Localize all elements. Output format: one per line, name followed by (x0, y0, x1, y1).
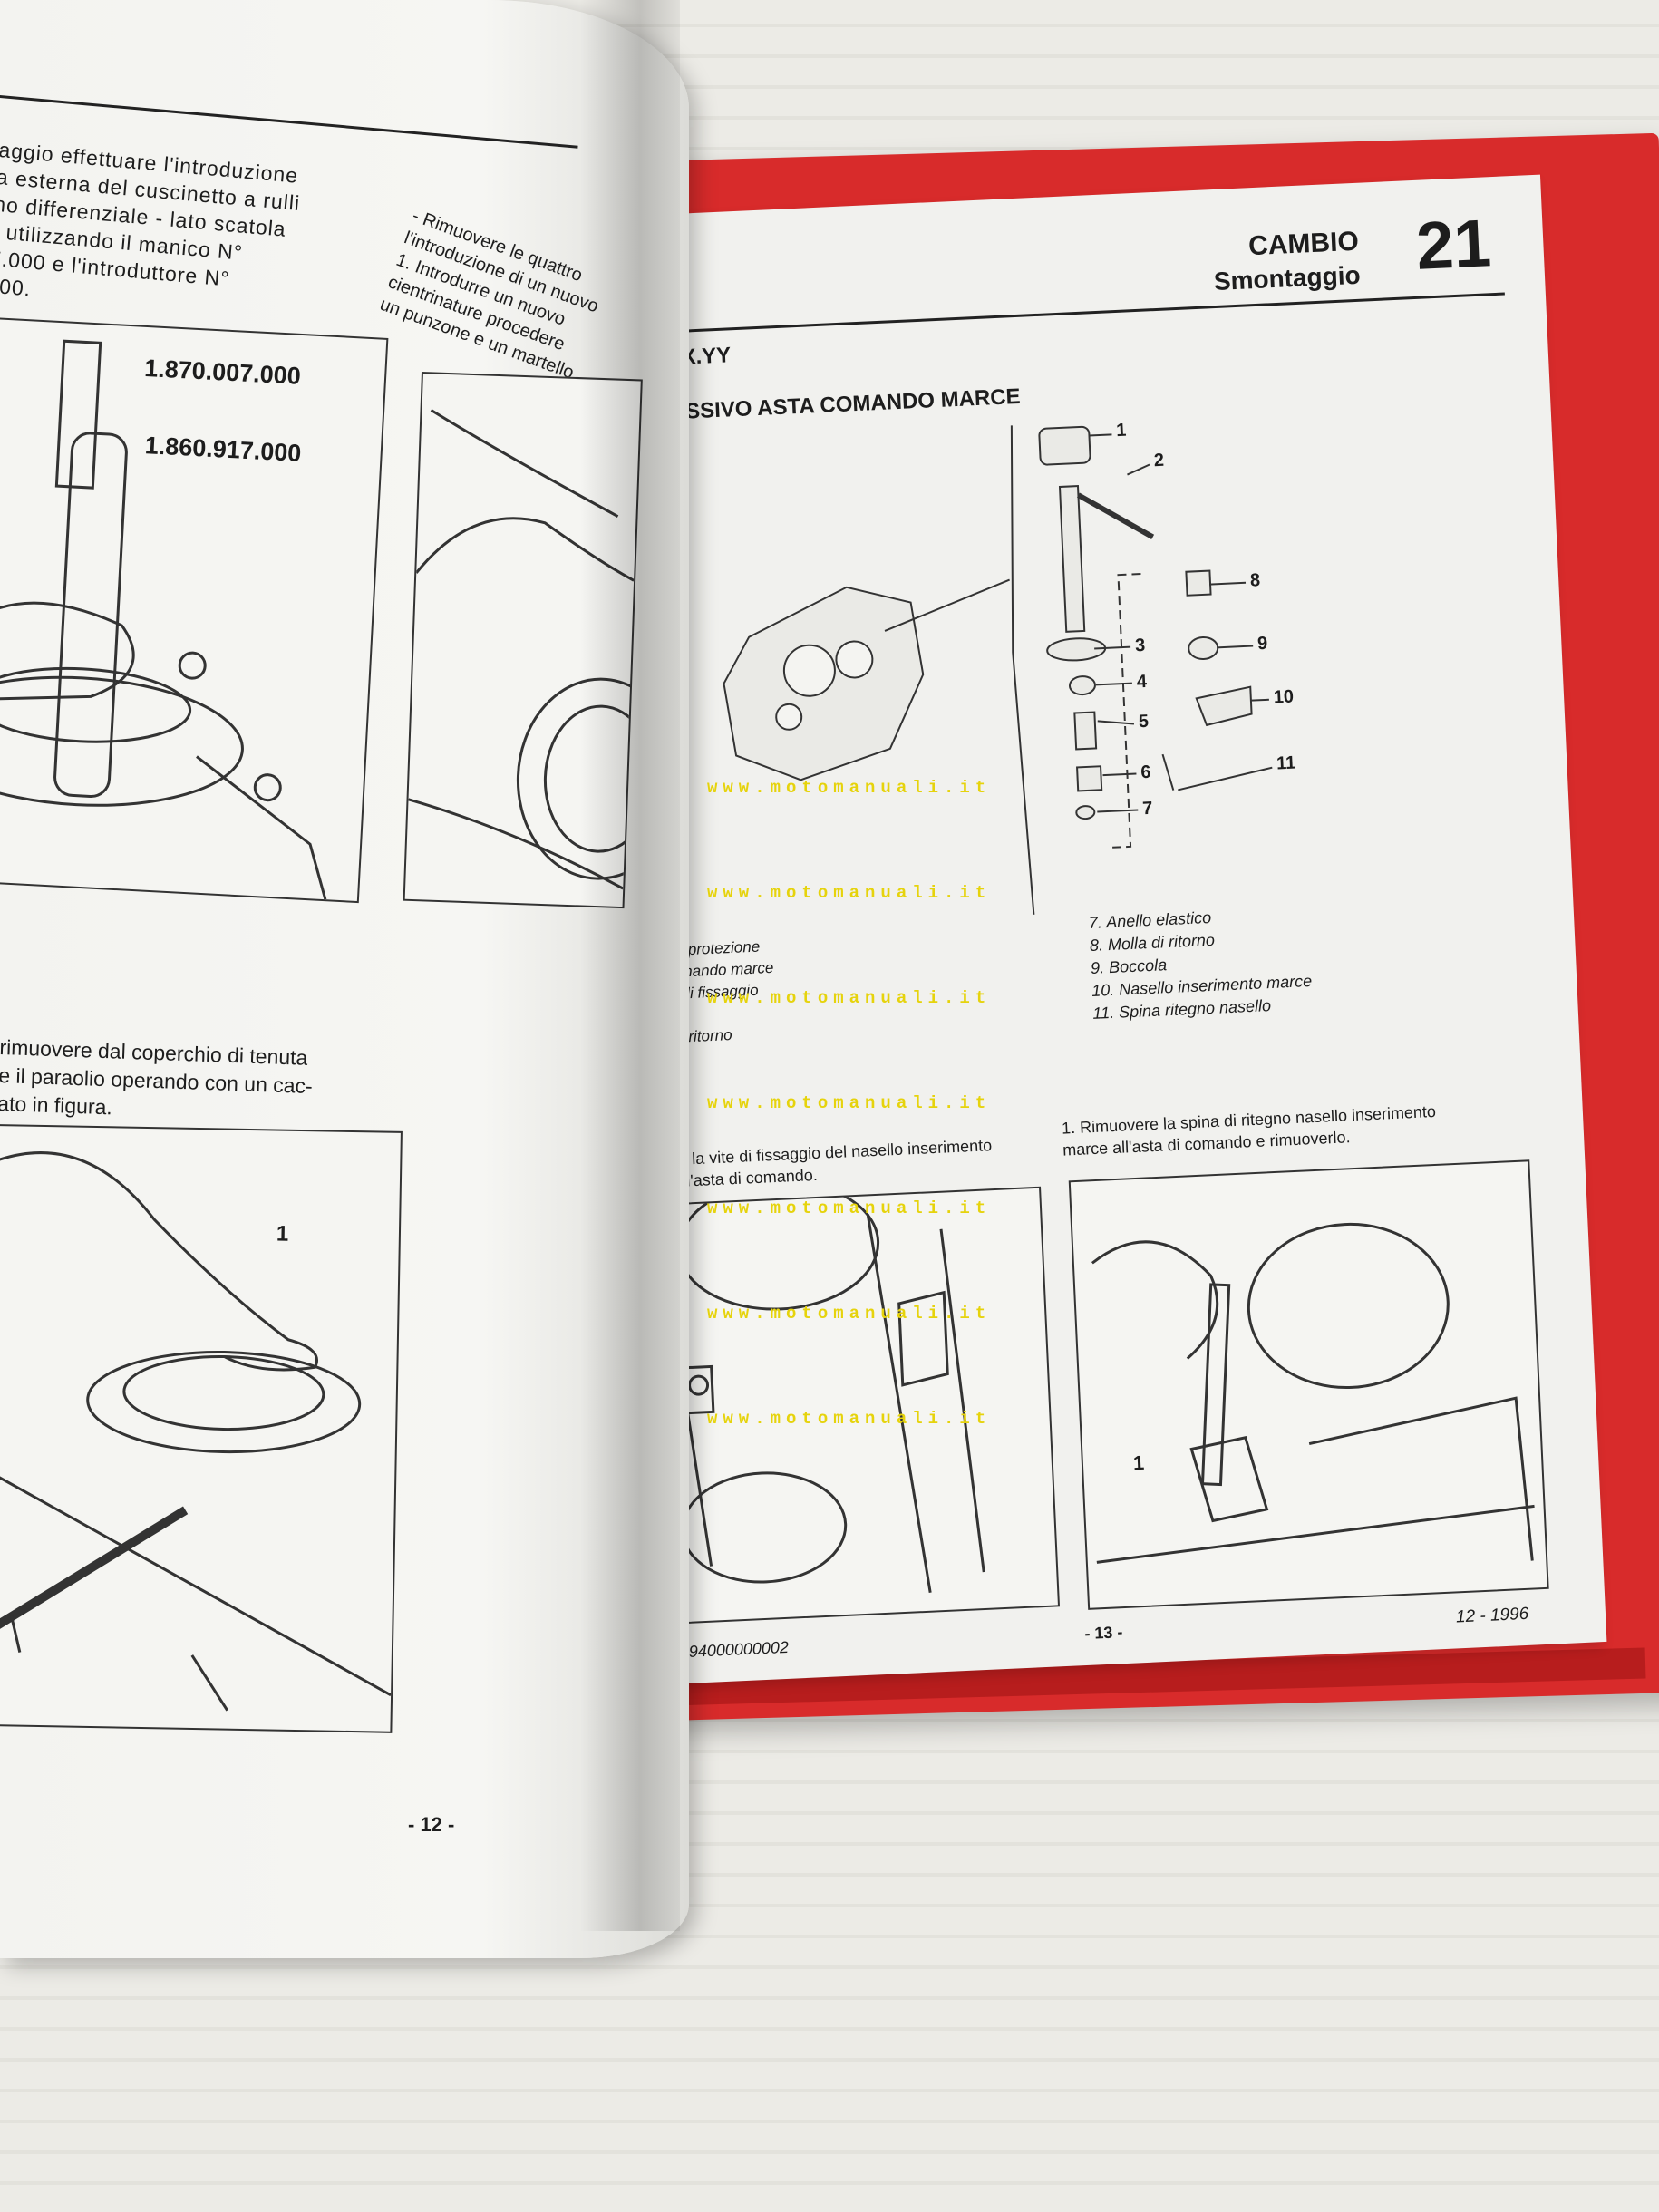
callout-1: 1 (1115, 420, 1127, 441)
legend-right: 7. Anello elastico 8. Molla di ritorno 9… (1088, 902, 1314, 1025)
watermark-2: www.motomanuali.it (707, 883, 992, 903)
callout-11: 11 (1276, 752, 1296, 774)
left-page: aggio effettuare l'introduzione a estern… (0, 0, 689, 1958)
book-gutter-shadow (580, 0, 680, 1931)
callout-9: 9 (1256, 633, 1268, 655)
figure-callout: 1 (1132, 1450, 1145, 1475)
figure-seal-install (403, 372, 643, 909)
figure-pin: 1 (1068, 1159, 1549, 1610)
watermark-4: www.motomanuali.it (707, 1093, 992, 1113)
watermark-5: www.motomanuali.it (707, 1198, 992, 1218)
footer-date: 12 - 1996 (1455, 1604, 1529, 1627)
header-rule (0, 95, 578, 149)
exploded-diagram (723, 425, 1273, 915)
callout-4: 4 (1136, 671, 1148, 693)
figure-bearing-tool: 1.870.007.000 1.860.917.000 (0, 317, 389, 904)
callout-10: 10 (1273, 686, 1295, 708)
figure-callout: 1 (276, 1221, 289, 1247)
callout-7: 7 (1141, 798, 1153, 820)
page-number-left: - 12 - (408, 1813, 455, 1836)
left-top-text: aggio effettuare l'introduzione a estern… (0, 136, 304, 325)
watermark-1: www.motomanuali.it (707, 778, 992, 798)
right-page: CAMBIO Smontaggio 21 .513.5.XX.YY OMPLES… (594, 174, 1607, 1685)
left-lower-text: rimuovere dal coperchio di tenuta e il p… (0, 1033, 314, 1129)
page-number-right: - 13 - (1083, 1623, 1123, 1644)
callout-2: 2 (1153, 450, 1165, 471)
watermark-7: www.motomanuali.it (707, 1409, 992, 1429)
callout-8: 8 (1249, 570, 1261, 591)
figure-screw: 1 (638, 1186, 1061, 1625)
watermark-6: www.motomanuali.it (707, 1304, 992, 1324)
figure-seal-removal: 1 (0, 1124, 403, 1733)
callout-6: 6 (1140, 762, 1152, 783)
callout-3: 3 (1134, 635, 1146, 656)
watermark-3: www.motomanuali.it (707, 988, 992, 1008)
left-middle-text: - Rimuovere le quattro l'introduzione di… (377, 204, 610, 385)
callout-5: 5 (1138, 711, 1150, 732)
